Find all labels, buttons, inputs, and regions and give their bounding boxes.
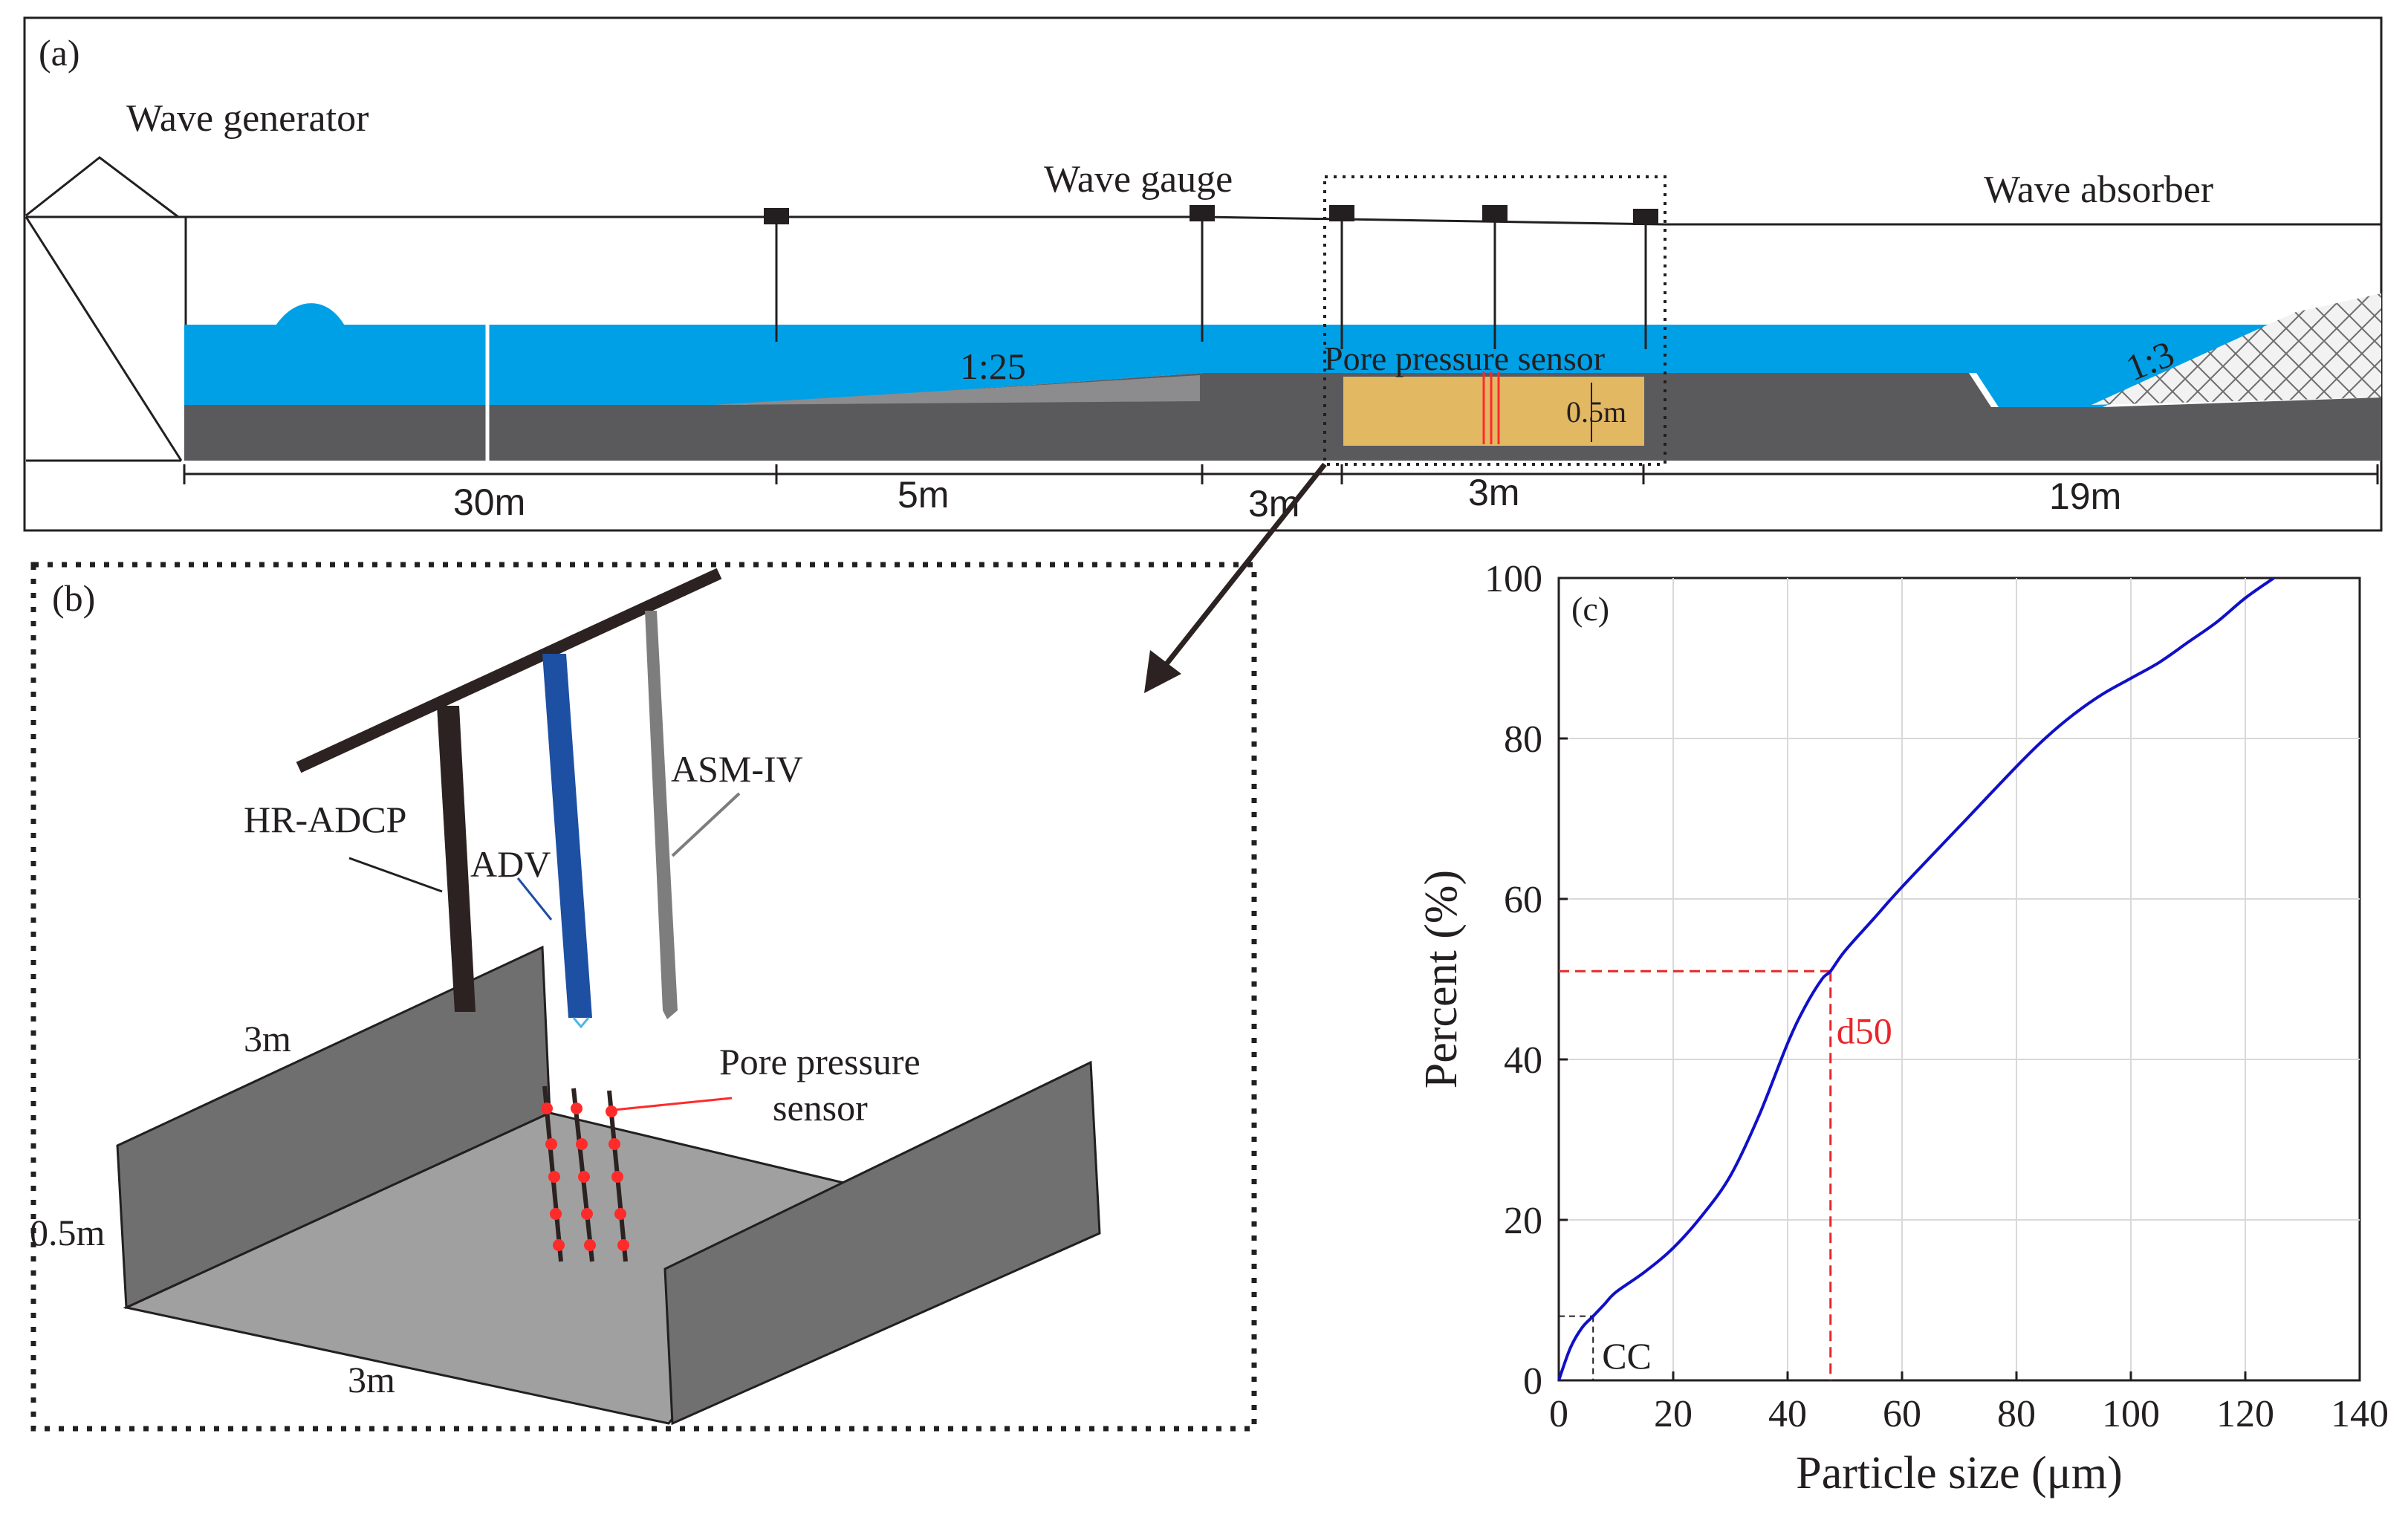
asm-iv-leader	[671, 792, 741, 857]
y-tick-label: 0	[1523, 1360, 1542, 1403]
asm-iv-label: ASM-IV	[671, 748, 803, 790]
adv-rod	[542, 654, 592, 1018]
wave-crest	[275, 303, 380, 344]
wave-generator-label: Wave generator	[126, 97, 369, 140]
cc-guides	[1559, 1315, 1594, 1380]
y-tick-label: 20	[1504, 1200, 1542, 1242]
x-tick-label: 140	[2331, 1393, 2389, 1435]
panel-b-frame	[30, 562, 1257, 1432]
wave-gauges	[775, 213, 1647, 349]
y-tick-label: 100	[1484, 558, 1542, 600]
y-tick-labels: 0 20 40 60 80 100	[1484, 558, 1542, 1403]
x-tick-label: 60	[1883, 1393, 1921, 1435]
sand-box	[1343, 377, 1644, 446]
x-tick-label: 120	[2216, 1393, 2274, 1435]
zoom-arrow	[1144, 462, 1327, 693]
y-tick-label: 80	[1504, 718, 1542, 761]
adv-label: ADV	[470, 843, 551, 885]
pore-pressure-label-b2: sensor	[773, 1087, 868, 1129]
box-right-wall	[663, 1060, 1101, 1426]
chart-grid	[1559, 578, 2360, 1380]
panel-c-label: (c)	[1571, 590, 1609, 628]
sediment-bed	[184, 373, 2381, 461]
x-tick-labels: 0 20 40 60 80 100 120 140	[1549, 1393, 2389, 1435]
dim-depth-0-5m: 0.5m	[30, 1212, 106, 1253]
d50-guides	[1559, 970, 1832, 1380]
y-axis-label: Percent (%)	[1416, 870, 1467, 1088]
highlight-box	[1323, 175, 1667, 466]
x-axis-label: Particle size (μm)	[1796, 1448, 2123, 1498]
chart-plot-area	[1557, 577, 2361, 1382]
hr-adcp-label: HR-ADCP	[244, 799, 406, 840]
x-tick-label: 20	[1654, 1393, 1693, 1435]
x-tick-label: 100	[2102, 1393, 2160, 1435]
panel-b: (b) HR-ADCP ADV	[30, 562, 1257, 1432]
dim-19m: 19m	[2049, 475, 2121, 517]
pore-pressure-label-b1: Pore pressure	[719, 1041, 921, 1082]
wave-absorber-label: Wave absorber	[1984, 169, 2213, 211]
y-tick-label: 40	[1504, 1039, 1542, 1082]
dim-30m: 30m	[453, 481, 525, 523]
hr-adcp-leader	[348, 857, 443, 893]
chart-ticks	[1557, 577, 2361, 1382]
adv-leader	[516, 877, 553, 920]
dim-top-3m: 3m	[244, 1018, 291, 1059]
slope-label-1-25: 1:25	[960, 345, 1026, 387]
d50-label: d50	[1837, 1010, 1892, 1051]
x-tick-label: 40	[1768, 1393, 1807, 1435]
water-body	[184, 325, 2288, 407]
x-tick-label: 0	[1549, 1393, 1568, 1435]
wave-gauge-label: Wave gauge	[1044, 158, 1233, 201]
y-tick-label: 60	[1504, 879, 1542, 921]
pore-sensor-lines	[1482, 371, 1500, 444]
depth-label-a: 0.5m	[1566, 395, 1626, 429]
dimension-line	[183, 464, 2379, 484]
hr-adcp-rod	[437, 706, 476, 1012]
x-tick-label: 80	[1997, 1393, 2036, 1435]
panel-a-label: (a)	[39, 32, 80, 74]
sensor-dots	[541, 1103, 629, 1251]
gauge-rail	[186, 215, 2381, 226]
wave-gauge-heads	[764, 205, 1658, 225]
dim-bottom-3m: 3m	[348, 1359, 395, 1400]
cc-label: CC	[1602, 1335, 1652, 1377]
series-line-grain-size	[1557, 577, 2275, 1381]
panel-b-label: (b)	[52, 577, 95, 619]
asm-iv-rod	[645, 611, 678, 1019]
panel-a: (a) Wave generator	[23, 16, 2383, 532]
adv-tip	[572, 1017, 590, 1029]
dim-3m-b: 3m	[1468, 472, 1519, 513]
dim-5m: 5m	[898, 474, 949, 516]
sensor-leader	[613, 1097, 733, 1111]
wave-absorber-beach	[2091, 293, 2381, 405]
mounting-crossbar	[296, 568, 722, 773]
slope-ramp	[713, 375, 1200, 405]
pore-pressure-label-a: Pore pressure sensor	[1324, 340, 1605, 377]
